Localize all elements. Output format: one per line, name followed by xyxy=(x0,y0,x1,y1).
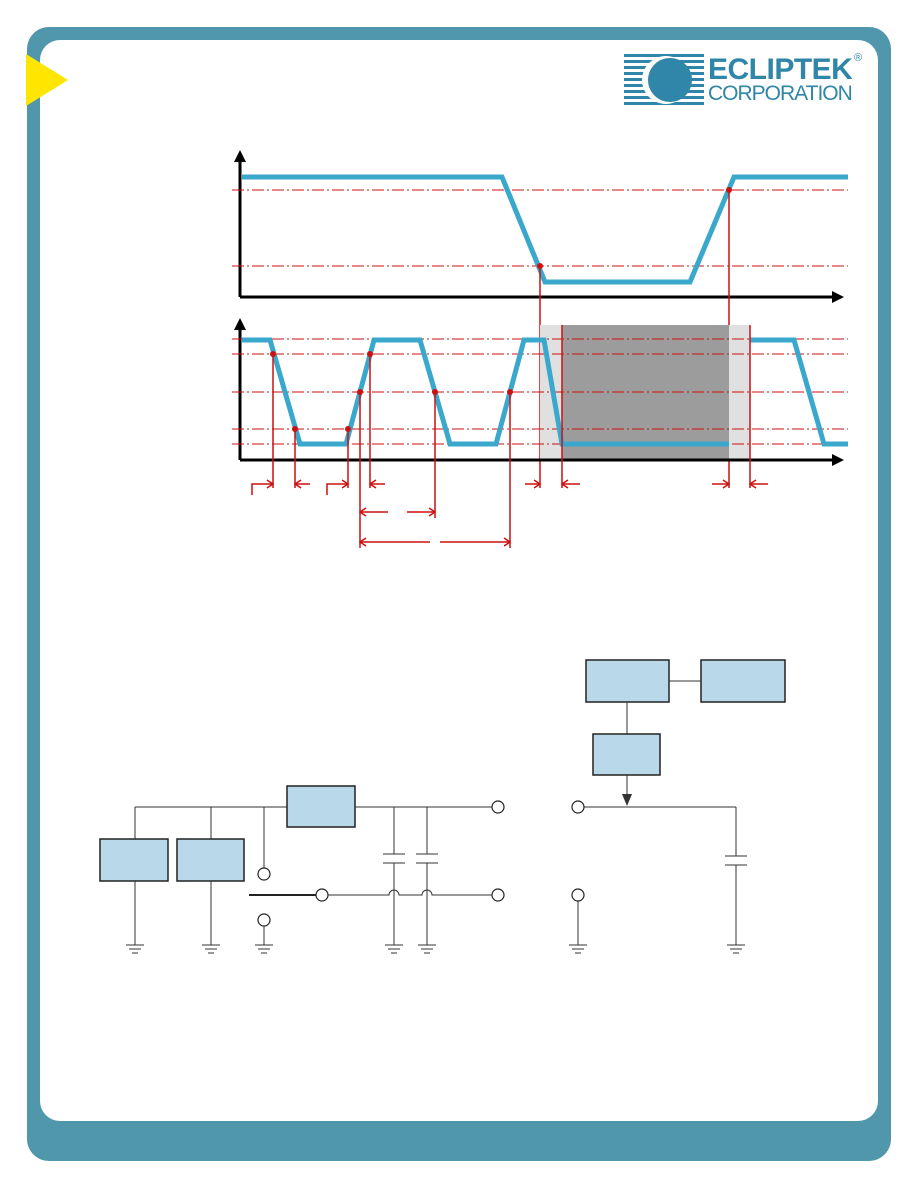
circuit-block-left-2 xyxy=(176,838,245,882)
measure-lines xyxy=(272,325,751,548)
timing-diagram-top xyxy=(232,150,848,488)
triangle-tab-icon xyxy=(26,54,68,106)
terminal-icon xyxy=(491,800,505,814)
circuit-block-top-left xyxy=(585,659,670,703)
y-axis-arrow-icon xyxy=(234,150,246,162)
test-circuit xyxy=(99,659,786,954)
switch-terminal-icon xyxy=(257,913,271,927)
company-logo: ECLIPTEK CORPORATION ® xyxy=(622,52,866,108)
y-axis-arrow-icon xyxy=(234,318,246,330)
ground-icon xyxy=(418,944,436,954)
ground-icon xyxy=(385,944,403,954)
top-waveform xyxy=(242,174,848,285)
x-axis-arrow-icon xyxy=(832,291,844,303)
capacitor-icon xyxy=(416,853,438,864)
x-axis-arrow-icon xyxy=(832,454,844,466)
circuit-block-regulator xyxy=(286,785,356,828)
terminal-icon xyxy=(571,800,585,814)
ground-icon xyxy=(255,944,273,954)
logo-wordmark: ECLIPTEK xyxy=(708,53,853,86)
ground-icon xyxy=(569,944,587,954)
capacitor-icon xyxy=(383,853,405,864)
ground-icon xyxy=(202,944,220,954)
terminal-icon xyxy=(491,888,505,902)
switch-terminal-icon xyxy=(257,867,271,881)
circuit-block-top-right xyxy=(700,659,786,703)
arrow-icon xyxy=(622,794,632,806)
circuit-block-middle xyxy=(592,733,661,776)
page-content xyxy=(40,40,878,1121)
switch-terminal-icon xyxy=(315,888,329,902)
timing-diagram-bottom xyxy=(232,318,848,548)
measure-points xyxy=(270,351,513,432)
timing-dimension-arrows xyxy=(251,479,768,547)
registered-mark: ® xyxy=(854,52,863,64)
eclipse-logo-icon xyxy=(624,54,704,105)
bottom-waveform-tail xyxy=(750,337,848,447)
ground-icon xyxy=(126,944,144,954)
bottom-axes xyxy=(234,318,844,466)
signal-line xyxy=(328,889,492,896)
logo-subtitle: CORPORATION xyxy=(708,82,853,105)
terminal-icon xyxy=(571,888,585,902)
top-axes xyxy=(234,150,844,303)
capacitor-icon xyxy=(725,855,747,866)
ground-icon xyxy=(727,944,745,954)
circuit-block-left-1 xyxy=(99,838,169,882)
